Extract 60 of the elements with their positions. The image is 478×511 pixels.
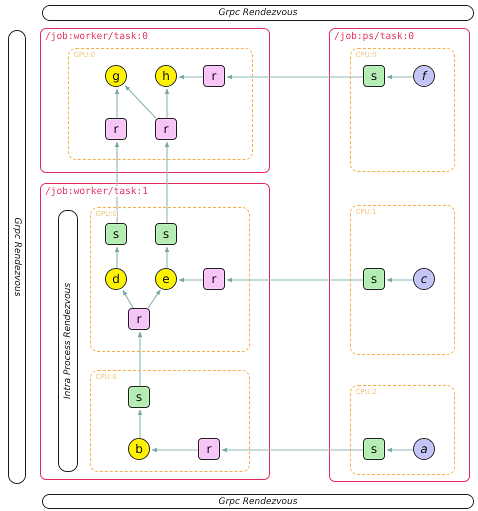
tensor-circle: b xyxy=(128,438,150,460)
arrow xyxy=(164,88,170,118)
variable-circle: a xyxy=(413,438,435,460)
recv-op-box: r xyxy=(155,118,177,140)
arrow xyxy=(226,278,363,282)
arrow xyxy=(122,290,134,308)
arrow xyxy=(114,141,120,223)
rendezvous-band xyxy=(58,210,78,472)
rendezvous-band xyxy=(42,5,474,21)
tensor-circle: d xyxy=(105,268,127,290)
device-box xyxy=(68,48,252,160)
arrow xyxy=(386,74,413,80)
send-op-box: s xyxy=(363,268,385,290)
recv-op-box: r xyxy=(128,308,150,330)
task-label: /job:worker/task:1 xyxy=(45,186,148,197)
arrow xyxy=(138,331,142,386)
recv-op-box: r xyxy=(105,118,127,140)
arrow xyxy=(386,278,413,282)
arrow xyxy=(164,246,170,268)
arrow xyxy=(386,448,413,452)
tensor-circle: e xyxy=(155,268,177,290)
device-box xyxy=(350,204,454,354)
arrow xyxy=(114,246,120,268)
task-label: /job:ps/task:0 xyxy=(334,31,414,42)
task-box xyxy=(40,183,270,480)
arrow xyxy=(226,74,363,80)
recv-op-box: r xyxy=(203,268,225,290)
arrow xyxy=(138,409,142,438)
band-label: Grpc Rendezvous xyxy=(218,8,298,18)
recv-op-box: r xyxy=(203,65,225,87)
arrow xyxy=(151,448,198,452)
recv-op-box: r xyxy=(198,438,220,460)
send-op-box: s xyxy=(155,223,177,245)
variable-circle: f xyxy=(413,65,435,87)
arrow xyxy=(124,85,156,118)
arrow xyxy=(178,278,203,282)
arrow xyxy=(178,74,203,80)
device-box xyxy=(90,370,250,472)
tensor-circle: g xyxy=(105,65,127,87)
tensor-circle: h xyxy=(155,65,177,87)
task-box xyxy=(40,28,270,173)
send-op-box: s xyxy=(363,438,385,460)
send-op-box: s xyxy=(363,65,385,87)
arrow xyxy=(148,290,161,308)
rendezvous-band xyxy=(42,494,474,509)
arrow xyxy=(164,141,170,223)
band-label: Intra Process Rendezvous xyxy=(62,282,72,398)
arrow xyxy=(114,88,120,118)
send-op-box: s xyxy=(105,223,127,245)
device-box xyxy=(90,206,250,352)
device-box xyxy=(350,48,454,172)
arrow xyxy=(221,448,363,452)
band-label: Grpc Rendezvous xyxy=(12,218,22,296)
task-box xyxy=(329,28,470,482)
band-label: Grpc Rendezvous xyxy=(218,496,298,506)
variable-circle: c xyxy=(413,268,435,290)
task-label: /job:worker/task:0 xyxy=(45,31,148,42)
rendezvous-band xyxy=(8,30,26,484)
device-box xyxy=(350,384,454,474)
send-op-box: s xyxy=(128,386,150,408)
